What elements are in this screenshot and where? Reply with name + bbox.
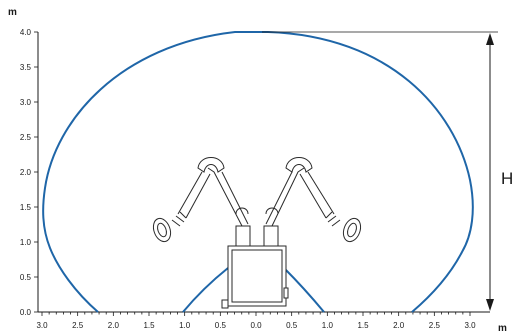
y-tick-label: 1.0 <box>20 238 32 247</box>
x-tick-label: 3.0 <box>36 321 48 330</box>
y-tick-label: 1.5 <box>20 203 32 212</box>
x-tick-label: 3.0 <box>464 321 476 330</box>
x-tick-label: 0.5 <box>215 321 227 330</box>
base-unit <box>221 225 289 309</box>
x-tick-label: 2.5 <box>72 321 84 330</box>
x-tick-label: 0.5 <box>286 321 298 330</box>
x-tick-label: 1.0 <box>179 321 191 330</box>
x-tick-label: 1.0 <box>322 321 334 330</box>
y-tick-label: 0.5 <box>20 273 32 282</box>
y-tick-label: 3.0 <box>20 98 32 107</box>
right-extraction-arm <box>265 157 362 243</box>
x-axis-ticks: 3.0 2.5 2.0 1.5 1.0 0.5 0.0 0.5 1.0 1.5 2.0 2.5 3.0 <box>36 312 476 330</box>
y-tick-label: 0.0 <box>20 308 32 317</box>
x-tick-label: 2.5 <box>429 321 441 330</box>
dimension-arrow-bottom <box>486 299 494 311</box>
y-tick-label: 2.0 <box>20 168 32 177</box>
y-tick-label: 4.0 <box>20 28 32 37</box>
x-tick-label: 0.0 <box>250 321 262 330</box>
x-tick-label: 2.0 <box>108 321 120 330</box>
dimension-arrow-top <box>486 33 494 45</box>
x-tick-label: 1.5 <box>143 321 155 330</box>
left-extraction-arm <box>152 157 249 243</box>
dimension-label-h: H <box>501 169 513 188</box>
y-tick-label: 2.5 <box>20 133 32 142</box>
y-axis-ticks: 0.0 0.5 1.0 1.5 2.0 2.5 3.0 3.5 4.0 <box>20 28 38 317</box>
y-axis-unit: m <box>8 7 17 18</box>
x-axis-unit: m <box>498 323 507 334</box>
x-tick-label: 1.5 <box>357 321 369 330</box>
y-tick-label: 3.5 <box>20 63 32 72</box>
x-tick-label: 2.0 <box>393 321 405 330</box>
